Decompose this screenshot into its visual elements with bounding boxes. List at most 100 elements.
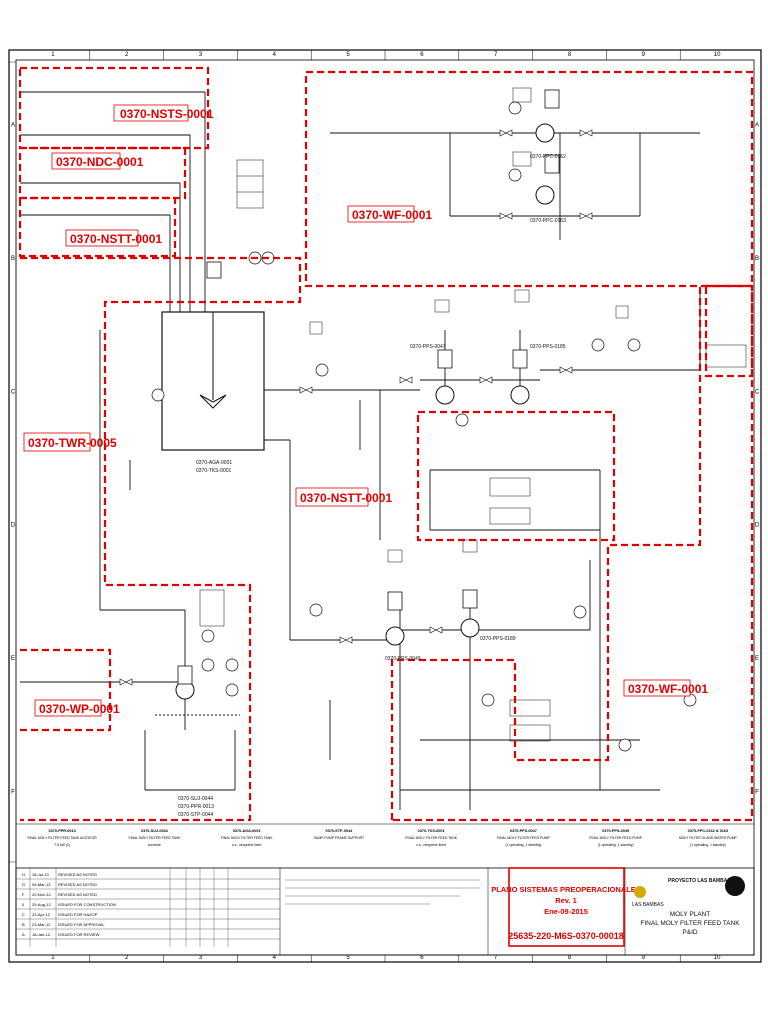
grid-col-label: 4 <box>273 955 277 961</box>
grid-col-label: 1 <box>51 52 55 58</box>
revision-description: ISSUED FOR CONSTRUCTION <box>58 902 116 907</box>
equipment-note-spec: 7,5 kW (2) <box>54 843 70 847</box>
zone-tag-twr: 0370-TWR-0005 <box>28 436 117 450</box>
grid-row-label: F <box>755 789 759 795</box>
revision-letter: C <box>22 912 25 917</box>
grid-row-label: E <box>755 656 759 662</box>
revision-description: ISSUED FOR APPROVAL <box>58 922 105 927</box>
grid-col-label: 2 <box>125 955 129 961</box>
zone-tag-wp: 0370-WP-0001 <box>39 702 120 716</box>
client-logo-icon <box>725 876 745 896</box>
equipment-note-tag: 0370-PPS-0047 <box>510 829 537 833</box>
sump-support-tag: 0370-STP-0044 <box>178 812 214 818</box>
equipment-note-desc: FINAL MOLY FILTER FEED TANK <box>405 836 457 840</box>
agitator-symbol <box>199 312 227 409</box>
client-name: LAS BAMBAS <box>632 902 664 908</box>
revision-description: REVISED AS NOTED <box>58 872 97 877</box>
revision-description: ISSUED FOR HAZOP <box>58 912 98 917</box>
sump-pump-tag: 0370-PPR-0013 <box>178 804 214 810</box>
company-logo-icon <box>634 886 646 898</box>
grid-row-label: B <box>11 256 15 262</box>
equipment-note-tag: 0370-PPC-0162 & 0163 <box>688 829 729 833</box>
sheet-outer-border <box>8 49 762 963</box>
grid-col-label: 5 <box>346 955 350 961</box>
drawing-title-1: MOLY PLANT <box>670 911 711 918</box>
zone-tag-nstt-center: 0370-NSTT-0001 <box>300 491 392 505</box>
title-block-frame <box>15 867 755 956</box>
stamp-line-2: Rev. 1 <box>555 896 577 905</box>
grid-col-label: 7 <box>494 955 498 961</box>
pump-pps-1-tag: 0370-PPS-0047 <box>410 344 446 350</box>
instrument-bubbles <box>151 101 697 752</box>
grid-col-label: 1 <box>51 955 55 961</box>
grid-col-label: 8 <box>568 955 572 961</box>
equipment-note-spec: concrete <box>148 843 161 847</box>
preoperational-stamp: PLANO SISTEMAS PREOPERACIONALES Rev. 1 E… <box>491 885 641 941</box>
revision-date: 04-Mar-13 <box>32 882 51 887</box>
revision-description: REVISED AS NOTED <box>58 882 97 887</box>
stamp-doc-number: 25635-220-M6S-0370-00018 <box>508 931 624 941</box>
grid-col-label: 2 <box>125 52 129 58</box>
valves <box>119 129 593 686</box>
revision-date: 18-Jan-12 <box>32 932 51 937</box>
stamp-line-1: PLANO SISTEMAS PREOPERACIONALES <box>491 885 641 894</box>
revision-date: 29-Aug-12 <box>32 902 51 907</box>
revision-letter: 0 <box>22 902 25 907</box>
grid-col-label: 9 <box>642 52 646 58</box>
zone-tag-nstt-top: 0370-NSTT-0001 <box>70 232 162 246</box>
grid-col-label: 7 <box>494 52 498 58</box>
sheet-inner-border <box>15 59 755 956</box>
equipment-note-tag: 0370-AGA-0001 <box>233 829 261 833</box>
pump-pps-3-tag: 0370-PPS-0049 <box>385 656 421 662</box>
preoperational-stamp-frame <box>508 867 625 947</box>
left-legend-strip <box>8 61 17 863</box>
stamp-line-3: Ene-09-2015 <box>544 907 588 916</box>
motor-boxes <box>177 89 560 685</box>
grid-col-label: 10 <box>714 52 721 58</box>
grid-row-label: D <box>755 523 760 529</box>
revision-letter: F <box>22 892 25 897</box>
revision-date: 20-Nov-12 <box>32 892 51 897</box>
grid-col-label: 8 <box>568 52 572 58</box>
agitator-tag: 0370-AGA-0001 <box>196 460 232 466</box>
equipment-note-spec: (1 operating, 1 standby) <box>505 843 541 847</box>
grid-row-label: E <box>11 656 15 662</box>
zone-tag-frames <box>23 104 691 717</box>
pump-pps-4-tag: 0370-PPS-0189 <box>480 636 516 642</box>
revision-date: 23-Mar-12 <box>32 922 51 927</box>
grid-row-label: A <box>11 123 15 129</box>
revision-letter: H <box>22 872 25 877</box>
revision-letter: A <box>22 932 25 937</box>
zone-tag-nsts: 0370-NSTS-0001 <box>120 107 214 121</box>
equipment-note-tag: 0370-TKS-0001 <box>418 829 445 833</box>
grid-col-label: 10 <box>714 955 721 961</box>
zone-tags: 0370-NSTS-0001 0370-NDC-0001 0370-NSTT-0… <box>28 107 708 716</box>
grid-row-label: C <box>11 389 16 395</box>
equipment-note-tag: 0370-PPR-0013 <box>49 829 76 833</box>
grid-col-label: 6 <box>420 955 424 961</box>
pump-ppc-1-tag: 0370-PPC-0162 <box>530 154 566 160</box>
equipment-note-desc: FINAL MOLY FILTER FEED TANK AGITATOR <box>27 836 97 840</box>
revision-description: REVISED AS NOTED <box>58 892 97 897</box>
grid-row-label: F <box>11 789 15 795</box>
project-name: PROYECTO LAS BAMBAS <box>668 878 731 884</box>
equipment-note-desc: FINAL MOLY FILTER FEED TANK <box>129 836 181 840</box>
system-boundaries <box>18 66 754 822</box>
grid-row-label: C <box>755 389 760 395</box>
notes-lines <box>285 879 480 905</box>
grid-col-label: 6 <box>420 52 424 58</box>
equipment-note-spec: (1 operating, 1 standby) <box>690 843 726 847</box>
grid-row-label: A <box>755 123 759 129</box>
title-block: LAS BAMBAS PROYECTO LAS BAMBAS MOLY PLAN… <box>632 876 745 936</box>
zone-tag-wf-bottom: 0370-WF-0001 <box>628 682 708 696</box>
grid-col-label: 9 <box>642 955 646 961</box>
equipment-note-desc: MOLY FILTER GLAND WATER PUMP <box>679 836 738 840</box>
panels <box>199 87 747 742</box>
revision-date: 23-Apr-12 <box>32 912 51 917</box>
grid-row-label: D <box>11 523 16 529</box>
equipment-note-desc: FINAL MOLY FILTER FEED PUMP <box>497 836 551 840</box>
